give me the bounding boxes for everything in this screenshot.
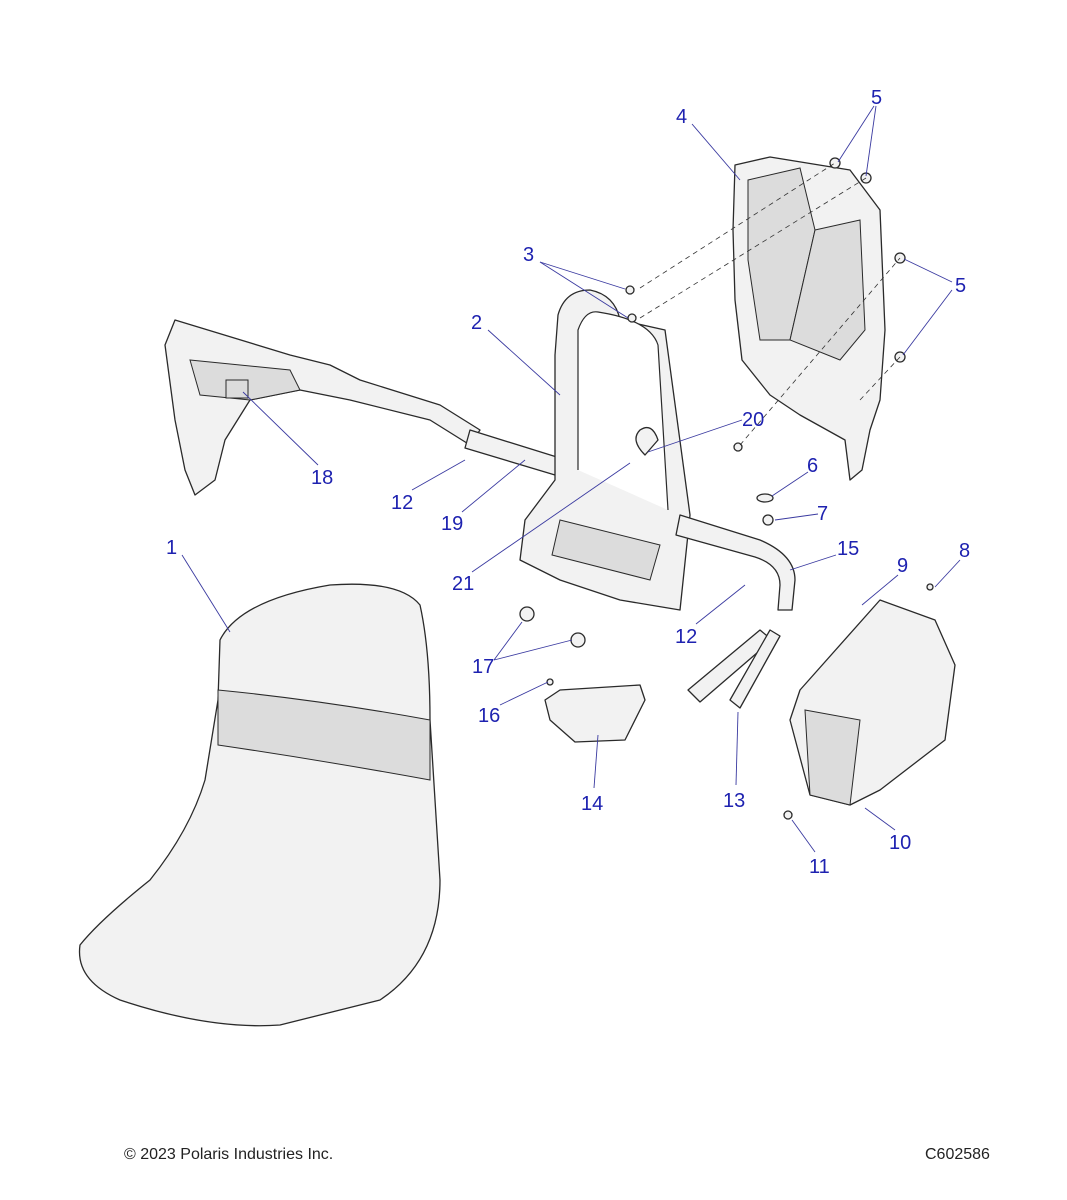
callout-5-right: 5 bbox=[955, 275, 966, 297]
seat bbox=[78, 583, 441, 1027]
callout-11: 11 bbox=[809, 856, 830, 878]
rear-rack-arm bbox=[164, 319, 561, 496]
storage-bag bbox=[789, 599, 956, 806]
drawing-number: C602586 bbox=[925, 1146, 990, 1163]
callout-12-left: 12 bbox=[391, 492, 413, 514]
callout-18: 18 bbox=[311, 467, 333, 489]
callout-8: 8 bbox=[959, 540, 970, 562]
callout-13: 13 bbox=[723, 790, 745, 812]
callout-6: 6 bbox=[807, 455, 818, 477]
rack-tube-right bbox=[675, 514, 796, 611]
callout-16: 16 bbox=[478, 705, 500, 727]
callout-3: 3 bbox=[523, 244, 534, 266]
callout-4: 4 bbox=[676, 106, 687, 128]
fasteners bbox=[519, 157, 934, 820]
callout-2: 2 bbox=[471, 312, 482, 334]
bumper-pad bbox=[225, 379, 249, 399]
callout-10: 10 bbox=[889, 832, 911, 854]
copyright-text: © 2023 Polaris Industries Inc. bbox=[124, 1146, 334, 1163]
callout-labels: 1 2 3 4 5 5 6 7 8 9 10 11 12 12 13 14 15… bbox=[166, 87, 970, 878]
tube-pair bbox=[687, 629, 781, 709]
leader-lines bbox=[181, 105, 961, 853]
bushing-tube bbox=[464, 429, 561, 476]
callout-14: 14 bbox=[581, 793, 603, 815]
callout-9: 9 bbox=[897, 555, 908, 577]
backrest-frame bbox=[519, 289, 691, 611]
backrest-panel bbox=[732, 156, 886, 481]
callout-7: 7 bbox=[817, 503, 828, 525]
callout-12-right: 12 bbox=[675, 626, 697, 648]
alignment-lines bbox=[639, 162, 901, 446]
callout-17: 17 bbox=[472, 656, 494, 678]
callout-20: 20 bbox=[742, 409, 764, 431]
bracket bbox=[544, 684, 646, 743]
callout-19: 19 bbox=[441, 513, 463, 535]
callout-21: 21 bbox=[452, 573, 474, 595]
callout-15: 15 bbox=[837, 538, 859, 560]
callout-1: 1 bbox=[166, 537, 177, 559]
callout-5-top: 5 bbox=[871, 87, 882, 109]
lynch-pin bbox=[635, 426, 659, 456]
